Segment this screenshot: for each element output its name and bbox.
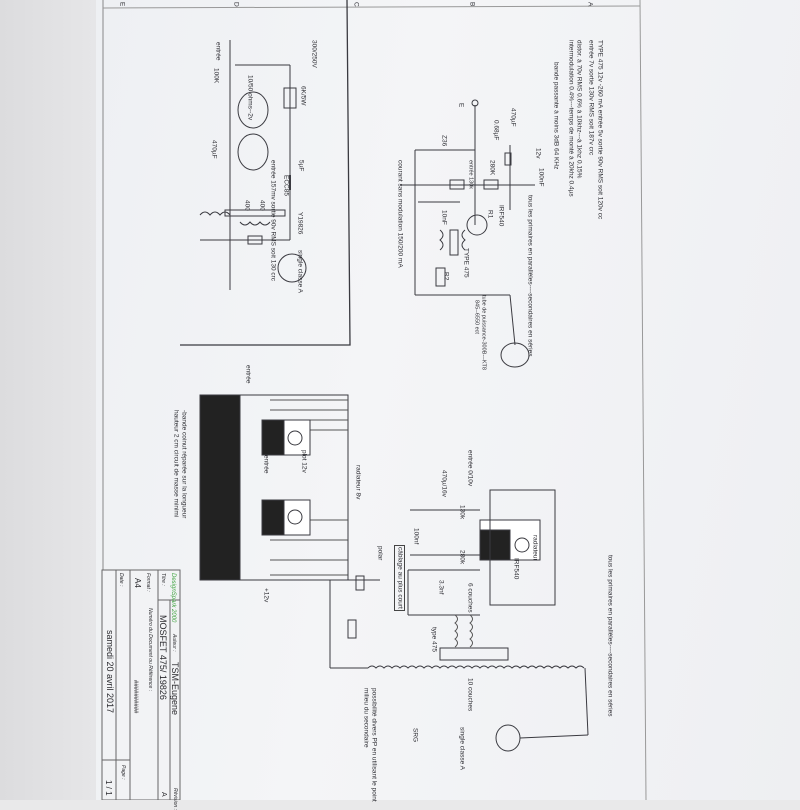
label-heatsink: radiateur 8v [354,465,362,500]
table-background [0,0,96,800]
label-mosfet: IRF540 [497,205,505,227]
label-tap1: 400 [258,200,266,211]
date: samedi 20 avril 2017 [105,630,115,714]
label-wiring-input: entrée 0/10v [466,450,474,487]
note-tube-2: 845--6550 ect [473,300,480,334]
format-label: Format : [145,573,151,592]
label-tube: ECC85 [282,175,290,196]
label-wiring-mosfet: IRF540 [512,558,520,580]
label-hv: 300/250V [310,40,318,68]
rev-label: Révision : [172,788,178,810]
label-wiring-r-bias: 280k [458,550,466,565]
label-c-fb: 10nF [440,210,448,225]
label-board-input-1: entrée [244,365,252,384]
label-r1: R1 [486,210,494,219]
spec-line-4: intermodulation 0.4%---temps de monté à … [567,40,575,197]
spec-line-1: TYPE 475 12v -260 mA entrée 5v sortie 90… [596,40,604,220]
grid-label-c: C [352,2,360,7]
label-layers-secondary: 10 couches [466,678,474,712]
label-c-snub: 3.3nf [437,580,445,595]
note-primaries: tous les primaires en parallèles----seco… [526,195,534,357]
spec-line-5: bande passante à moins 3dB 64 KHz [552,62,560,170]
label-c-in: 0.68µF [492,120,500,141]
label-input-e: E [457,103,465,108]
label-input: entrée [214,42,222,61]
label-plot: plot 12v [300,450,308,473]
page-label: Page : [120,765,126,780]
note-levels: entrée 157mv sortie 90v RMS soit 130 crc [269,160,277,282]
label-layers-primary: 6 couches [466,583,474,613]
label-supply: 12v [534,148,542,159]
grid-label-a: A [586,2,594,7]
note-quiescent: courant sans modulation 150/200 mA [396,160,404,268]
label-c-bulk: 470µF [509,108,517,127]
title-label: Titre : [160,573,166,586]
label-r2: R2 [442,272,450,281]
date-label: Date : [118,573,124,587]
title: MOSFET 475/ 19826 [158,615,168,700]
note-tube-1: tube de puissance-300B---KT8 [480,295,487,370]
label-transformer: TYPE 475 [462,248,470,278]
note-board-1: -bande coinut réparée sur la longueur [180,410,188,519]
label-srg: SRG [411,728,419,743]
spec-line-2: entrée 7v sortie 130v RMS soit 187v crc [587,40,595,156]
format: A4 [133,578,142,588]
rev: A [160,792,167,797]
label-zener: Z36 [440,135,448,147]
label-supply: +12v [262,588,270,603]
designspark-logo: DesignSpark 2000 [170,573,176,623]
page: 1 / 1 [104,780,113,796]
docnum-label: Numéro du Document ou Référence : [147,608,153,692]
grid-label-e: E [118,2,126,7]
label-wiring-transformer: type 475 [430,627,438,652]
grid-label-b: B [468,2,476,7]
label-cap: 5µF [297,160,305,172]
label-wiring-heatsink: radiateur [531,535,539,561]
label-c-cathode: 470µF [210,140,218,159]
label-r-in: entrée 130k [467,160,474,190]
label-transformer: Y19826 [296,212,304,235]
author: TSM-Eugene [170,662,180,716]
label-short-wiring: câblage au plus court [394,545,405,611]
label-wiring-c-dec: 100nf [412,528,420,545]
docnum: ########## [132,680,138,714]
grid-label-d: D [232,2,240,7]
note-impedance: 10/50 ohms--2v [246,75,254,121]
label-wiring-r-in: 130k [458,505,466,520]
label-wiring-output: single classe A [458,727,466,770]
label-r-anode: 6K/5W [299,86,307,106]
label-c-decoupling: 100nF [537,168,545,187]
note-pp-2: milieu du secondaire [362,688,370,748]
note-wiring-primaries: tous les primaires en parallèles----seco… [606,555,614,717]
label-board-input-2: entrée [262,455,270,474]
label-wiring-c-in: 470µ/16v [440,470,448,497]
label-polar: polar [376,546,384,561]
label-r-bias: 280K [488,160,496,176]
note-board-2: hauteur 2 cm circuit de masse minimi [172,410,180,518]
label-r-in: 100K [212,68,220,84]
label-tap2: 400 [243,200,251,211]
label-output: single classe A [296,250,304,293]
author-label: Auteur : [171,634,177,652]
spec-line-3: distor. à 70v RMS 0.6% à 10khz---à 1khz … [575,40,583,179]
note-pp-1: possibilité divers PP en utilisant le po… [370,688,378,802]
